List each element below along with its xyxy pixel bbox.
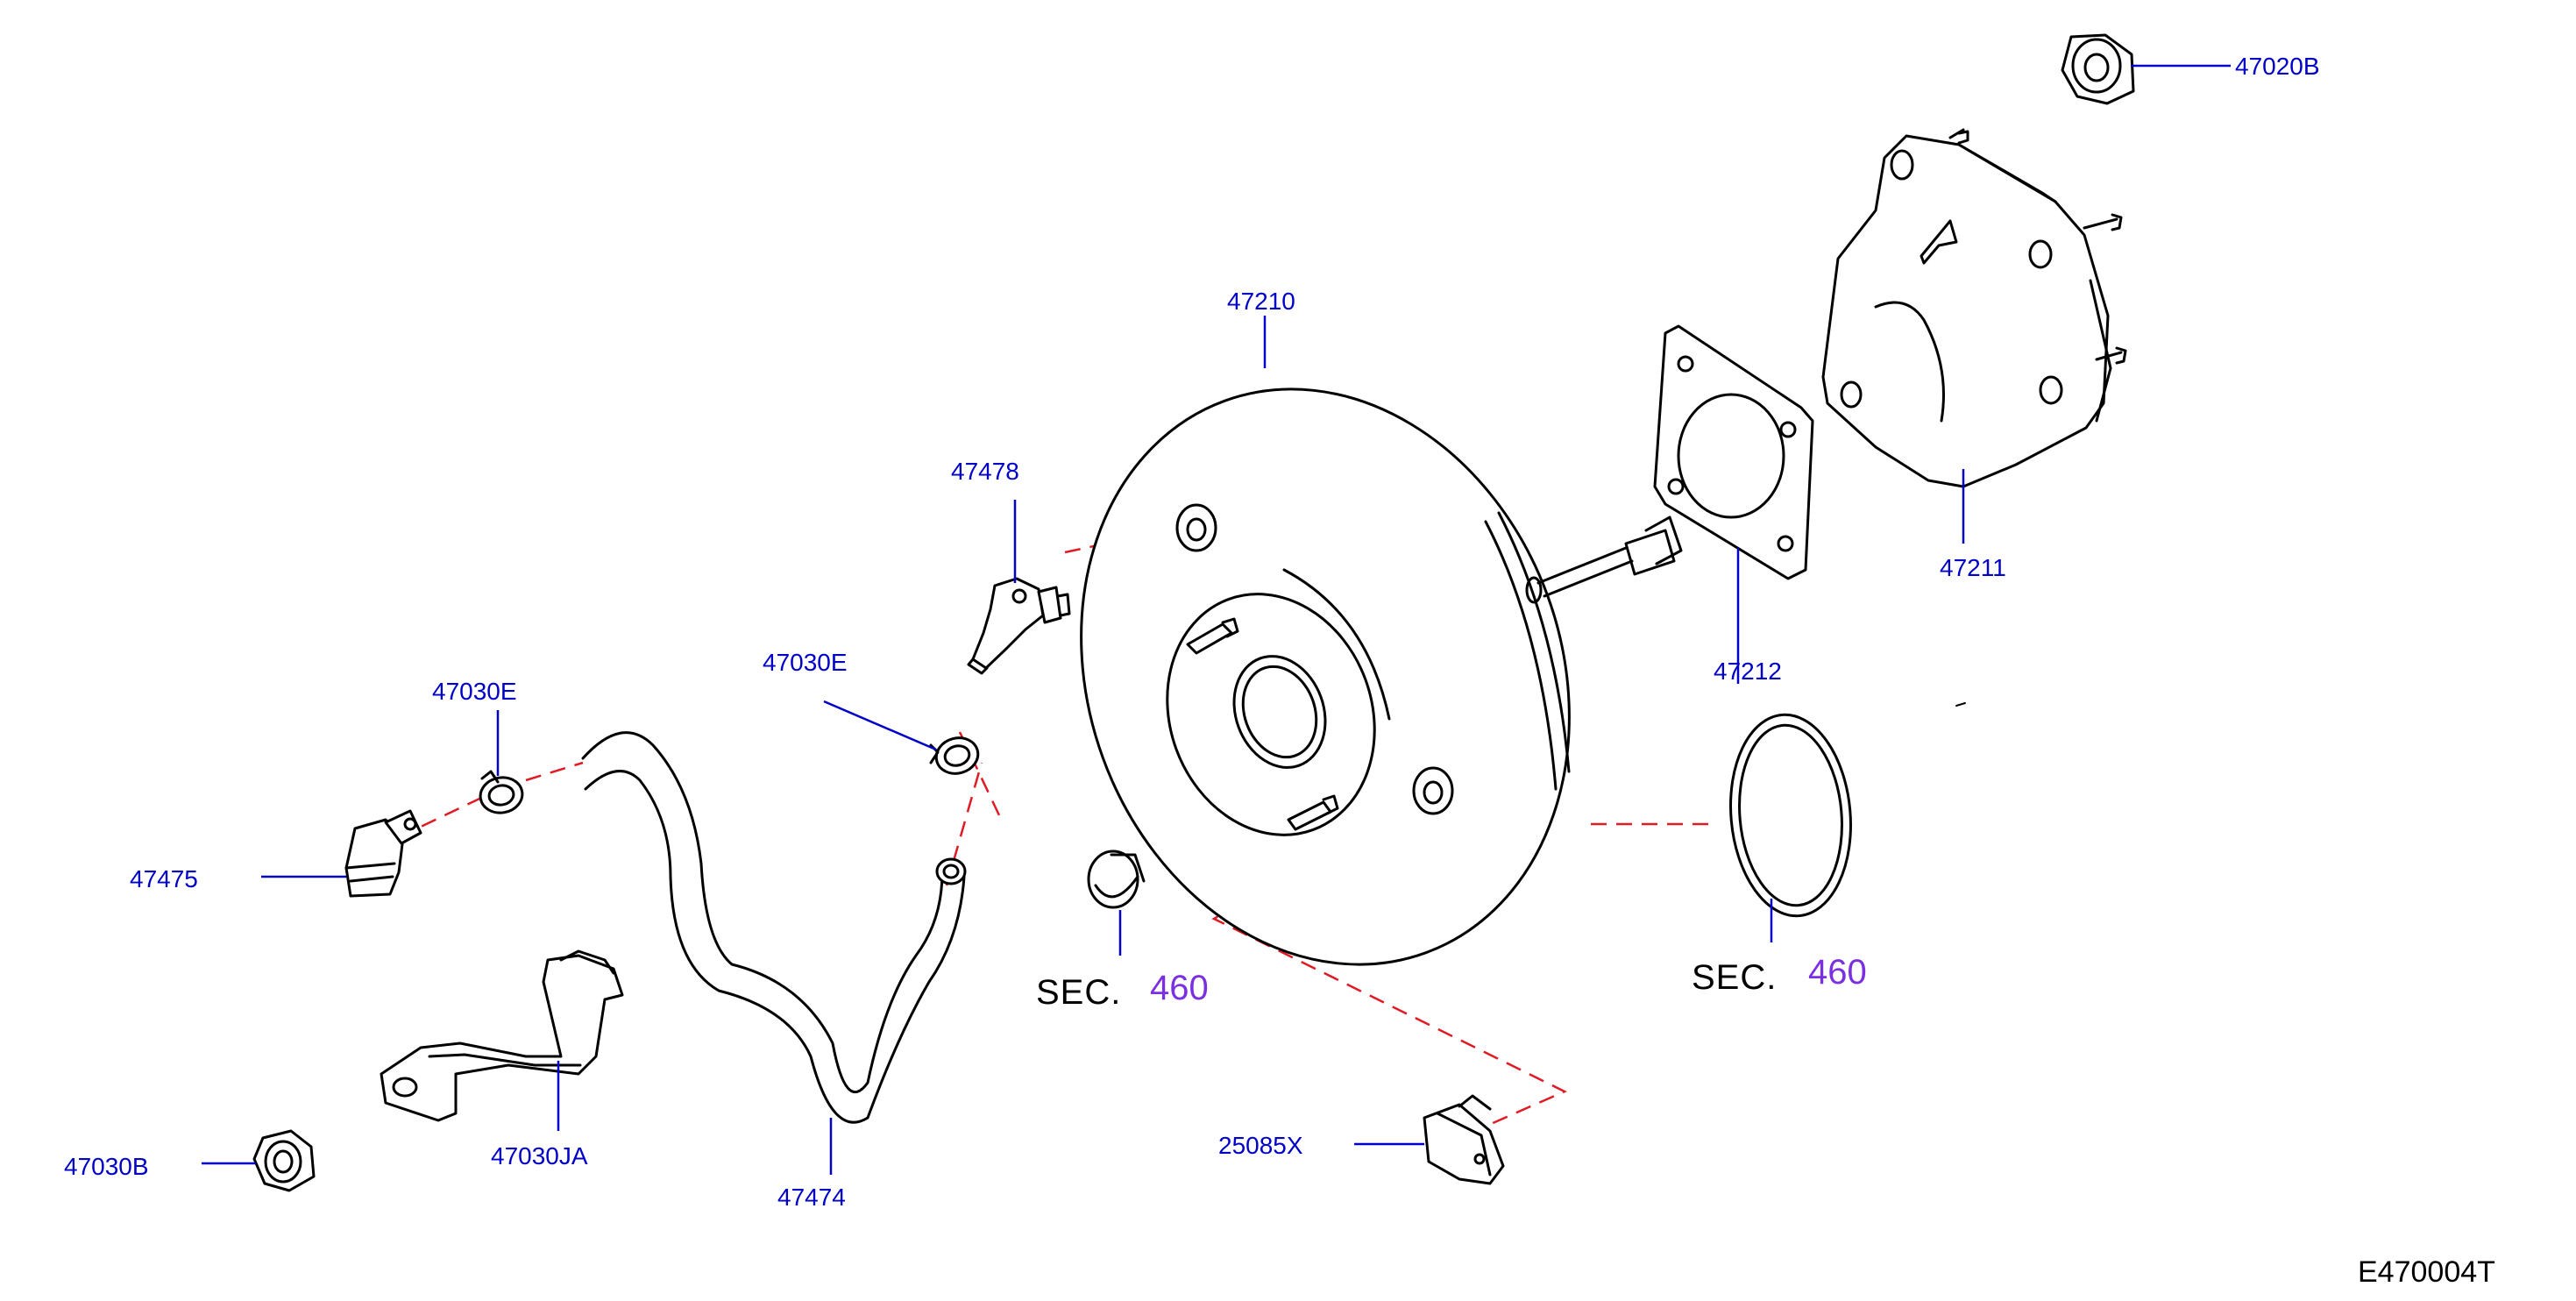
callout-47475: 47475 bbox=[130, 865, 198, 892]
leader-lines bbox=[202, 64, 2231, 1175]
callout-47030E-left: 47030E bbox=[432, 678, 517, 705]
stray-mark bbox=[1955, 702, 1966, 707]
section-number: 460 bbox=[1808, 953, 1867, 992]
callout-25085X: 25085X bbox=[1218, 1132, 1303, 1159]
callout-47020B: 47020B bbox=[2235, 53, 2320, 80]
part-47030E-clamp-left bbox=[479, 770, 524, 814]
callout-47474: 47474 bbox=[777, 1184, 846, 1211]
part-47475-connector bbox=[344, 809, 422, 898]
part-grommet bbox=[1087, 850, 1146, 909]
part-47474-vacuum-hose bbox=[581, 731, 967, 1124]
section-number: 460 bbox=[1150, 969, 1209, 1007]
part-o-ring bbox=[1729, 713, 1852, 918]
part-47030E-clamp-middle bbox=[929, 736, 980, 775]
callout-labels: 47020B 47210 47211 47212 47478 47030E 47… bbox=[64, 53, 2320, 1211]
part-47478-check-valve bbox=[967, 577, 1071, 675]
part-47030JA-bracket bbox=[380, 949, 624, 1122]
callout-47212: 47212 bbox=[1714, 658, 1782, 685]
part-47030B-nut bbox=[252, 1129, 316, 1192]
callout-47030E-middle: 47030E bbox=[763, 649, 848, 676]
section-prefix: SEC. bbox=[1036, 973, 1121, 1012]
callout-47210: 47210 bbox=[1227, 288, 1295, 315]
callout-47211: 47211 bbox=[1940, 554, 2006, 581]
part-47020B-nut bbox=[2061, 33, 2135, 105]
callout-47478: 47478 bbox=[951, 458, 1019, 485]
part-47210-brake-booster bbox=[1080, 387, 1683, 966]
part-47212-gasket bbox=[1653, 324, 1814, 580]
part-47211-cover-plate bbox=[1821, 128, 2127, 488]
callout-47030JA: 47030JA bbox=[491, 1142, 588, 1169]
callout-47030B: 47030B bbox=[64, 1153, 149, 1180]
section-reference-left: SEC. 460 bbox=[1036, 969, 1209, 1012]
part-25085X-sensor bbox=[1423, 1094, 1505, 1185]
section-reference-right: SEC. 460 bbox=[1692, 953, 1867, 997]
section-prefix: SEC. bbox=[1692, 958, 1777, 997]
diagram-code: E470004T bbox=[2358, 1255, 2495, 1289]
